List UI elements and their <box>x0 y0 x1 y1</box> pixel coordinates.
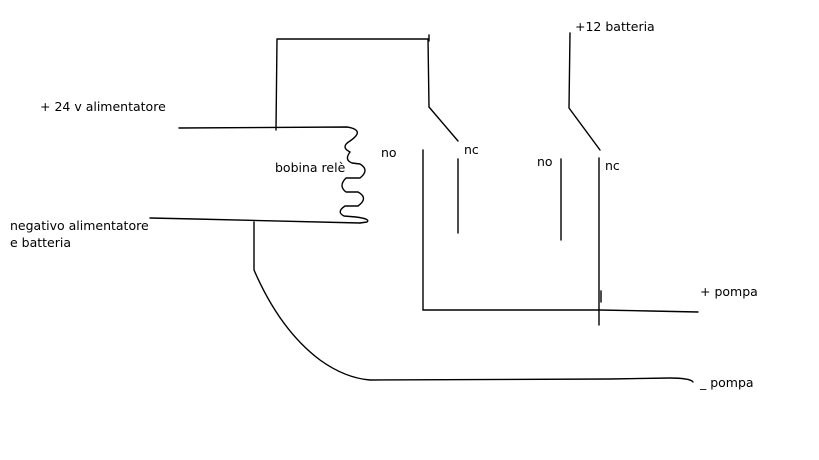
pump-negative-label: _ pompa <box>699 375 754 390</box>
pump-positive-label: + pompa <box>700 284 758 299</box>
switch1-nc-label: nc <box>464 142 479 157</box>
negative-wire <box>149 217 361 224</box>
battery-12v-label: +12 batteria <box>575 19 655 34</box>
switch1-no-label: no <box>381 145 397 160</box>
pump-positive-wire <box>422 309 699 313</box>
negative-label-line2: e batteria <box>10 235 71 250</box>
supply-to-switch1-wire <box>275 38 430 131</box>
pump-negative-wire <box>253 221 694 383</box>
switch2-no-label: no <box>537 154 553 169</box>
supply-24v-label: + 24 v alimentatore <box>40 99 166 114</box>
switch2-nc-label: nc <box>605 158 620 173</box>
relay-coil <box>339 151 369 224</box>
switch1-blade <box>428 106 459 142</box>
supply-24v-wire <box>178 126 358 153</box>
coil-label: bobina relè <box>275 160 346 175</box>
battery-12v-wire <box>568 32 601 151</box>
negative-label-line1: negativo alimentatore <box>10 218 149 233</box>
